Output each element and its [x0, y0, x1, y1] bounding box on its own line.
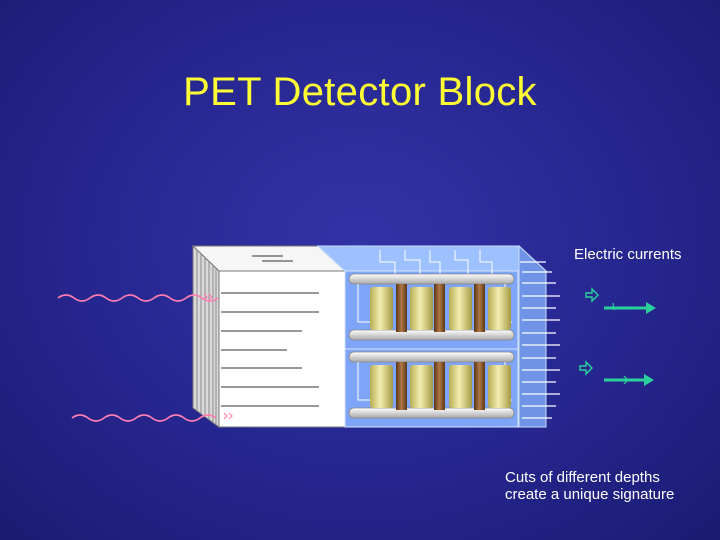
signal-arrow-icon: [579, 360, 654, 386]
photon-wave-icon: [71, 412, 233, 422]
pmt-row-lower: [348, 351, 515, 419]
photon-wave-icon: [57, 293, 219, 302]
crystal-block: [191, 244, 347, 428]
slide-title: PET Detector Block: [183, 70, 537, 114]
depth-caption-line-1: Cuts of different depths: [505, 469, 660, 486]
pmt-row-upper: [348, 273, 515, 341]
electric-currents-label: Electric currents: [574, 246, 682, 263]
signal-arrow-icon: [585, 287, 656, 314]
depth-caption: Cuts of different depths create a unique…: [505, 469, 715, 503]
depth-caption-line-2: create a unique signature: [505, 486, 675, 503]
